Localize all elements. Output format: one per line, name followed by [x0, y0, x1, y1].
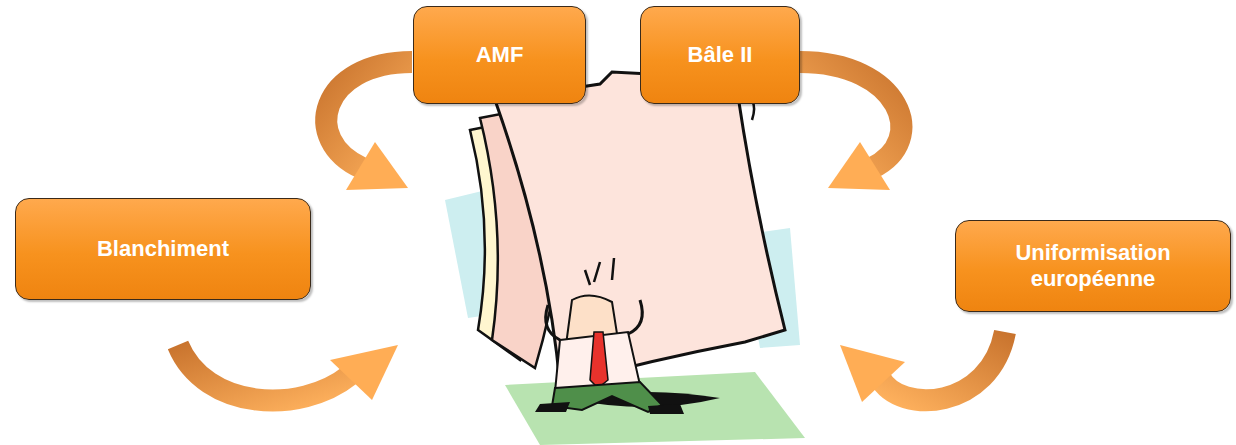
process-box: Blanchiment — [15, 198, 311, 300]
strain-marks — [585, 258, 614, 285]
box-label: Bâle II — [688, 42, 753, 68]
process-box: Uniformisation européenne — [955, 220, 1231, 312]
arrow-head — [346, 142, 408, 190]
curved-arrow — [326, 62, 412, 190]
arrow-head — [330, 345, 398, 400]
shoe — [648, 404, 684, 414]
floor-shadow — [505, 372, 805, 445]
arm — [628, 300, 642, 334]
process-box: AMF — [413, 6, 586, 104]
process-box: Bâle II — [640, 6, 800, 104]
arm — [546, 305, 560, 340]
curved-arrow — [840, 332, 1005, 402]
folder — [495, 72, 785, 385]
curved-arrow — [800, 62, 901, 190]
box-label: Blanchiment — [97, 236, 229, 262]
trousers — [552, 382, 662, 412]
curved-arrow — [178, 345, 398, 400]
box-label: AMF — [476, 42, 524, 68]
shoe — [535, 402, 570, 412]
arrow-head — [840, 345, 905, 402]
folder-illustration — [445, 72, 805, 445]
tie — [590, 332, 608, 388]
arrow-body — [178, 345, 350, 400]
arrow-head — [828, 142, 890, 190]
box-label: Uniformisation européenne — [970, 240, 1216, 292]
arrow-body — [800, 62, 901, 168]
